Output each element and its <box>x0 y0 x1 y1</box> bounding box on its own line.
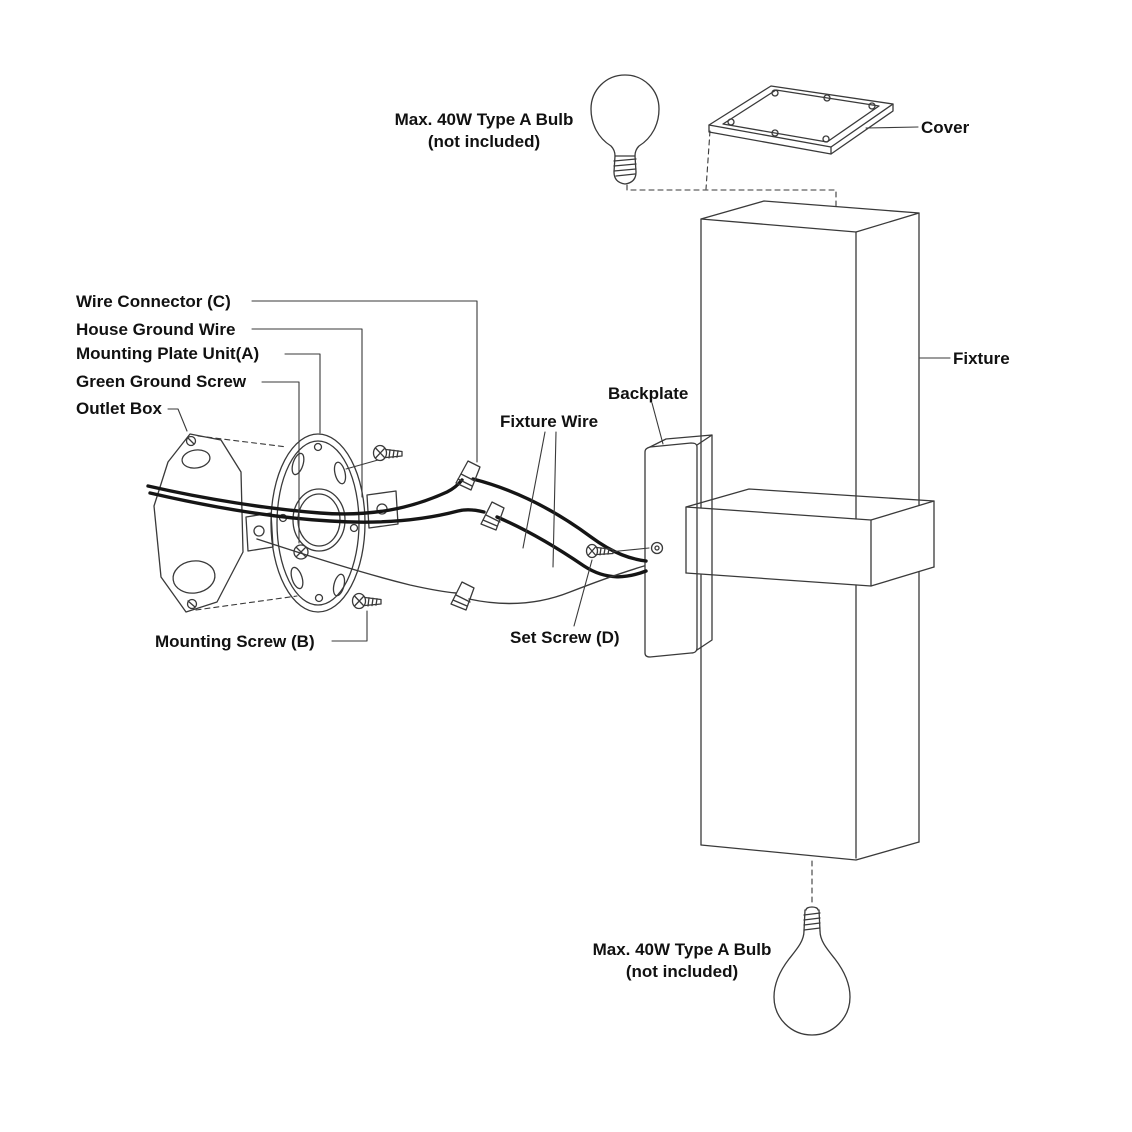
set-screw-drawing <box>585 543 650 559</box>
label-fixture-wire: Fixture Wire <box>500 412 599 431</box>
leader-cover <box>865 126 919 129</box>
green-ground-screw-drawing <box>293 544 309 560</box>
bottom-bulb-drawing <box>773 906 851 1036</box>
outlet-box-drawing <box>153 433 244 613</box>
label-outlet-box: Outlet Box <box>76 399 162 418</box>
wires-drawing <box>146 477 648 605</box>
top-bulb-drawing <box>590 74 660 185</box>
leader-wire-connector <box>251 300 478 463</box>
label-backplate: Backplate <box>608 384 689 403</box>
label-set-screw: Set Screw (D) <box>510 628 620 647</box>
label-green-ground-screw: Green Ground Screw <box>76 372 247 391</box>
leader-mounting-plate <box>284 353 321 434</box>
label-top-bulb-line2: (not included) <box>427 132 541 151</box>
leader-mounting-screw <box>331 610 368 642</box>
label-top-bulb-line1: Max. 40W Type A Bulb <box>394 110 574 129</box>
leader-green-ground-screw <box>261 381 300 544</box>
alignment-dashed-lines <box>195 130 837 904</box>
label-wire-connector: Wire Connector (C) <box>76 292 231 311</box>
label-cover: Cover <box>921 118 970 137</box>
cover-drawing <box>708 85 894 155</box>
leader-house-ground-wire <box>251 328 363 498</box>
leader-lines <box>167 126 951 642</box>
wire-connectors-drawing <box>450 460 505 611</box>
label-bottom-bulb-line2: (not included) <box>625 962 739 981</box>
leader-outlet-box <box>167 408 188 432</box>
label-fixture: Fixture <box>953 349 1010 368</box>
label-house-ground-wire: House Ground Wire <box>76 320 236 339</box>
label-mounting-screw: Mounting Screw (B) <box>155 632 315 651</box>
leader-fixture-wire <box>522 431 557 568</box>
fixture-drawing <box>685 200 935 861</box>
label-bottom-bulb: Max. 40W Type A Bulb (not included) <box>582 939 782 983</box>
mounting-screw-bottom-drawing <box>351 592 382 610</box>
label-top-bulb: Max. 40W Type A Bulb (not included) <box>384 109 584 153</box>
label-bottom-bulb-line1: Max. 40W Type A Bulb <box>592 940 772 959</box>
label-mounting-plate-unit: Mounting Plate Unit(A) <box>76 344 260 363</box>
leader-set-screw <box>573 559 593 627</box>
leader-backplate <box>651 402 664 445</box>
backplate-drawing <box>644 434 713 658</box>
